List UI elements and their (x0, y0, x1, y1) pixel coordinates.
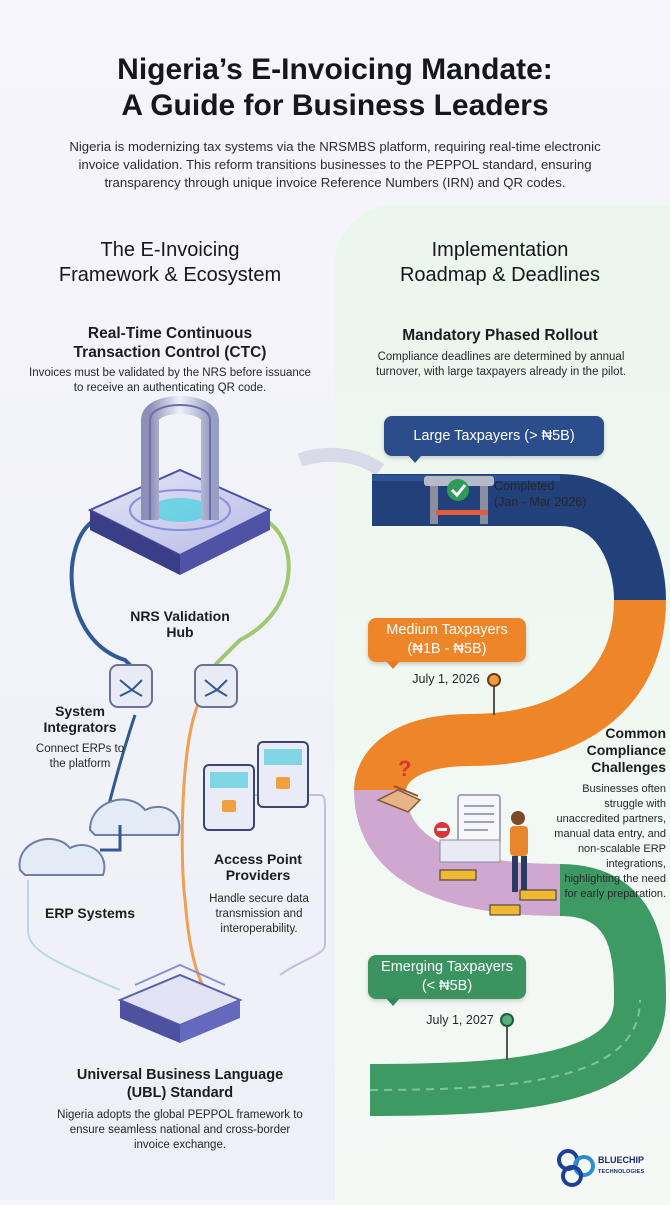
bluechip-logo-icon (557, 1149, 595, 1187)
logo-sub: TECHNOLOGIES (598, 1169, 645, 1175)
ctc-title-line-1: Real-Time Continuous (87, 325, 253, 342)
title-line-2: A Guide for Business Leaders (121, 89, 549, 122)
emerging-deadline: July 1, 2027 (426, 1013, 494, 1027)
medium-deadline: July 1, 2026 (412, 672, 480, 686)
hub-icon (87, 396, 273, 575)
hub-label-line-2: Hub (166, 624, 194, 640)
hub-connector (297, 447, 385, 476)
rollout-text: Compliance deadlines are determined by a… (376, 351, 626, 378)
si-text-line-1: Connect ERPs to (35, 743, 125, 755)
ubl-title-line-2: (UBL) Standard (126, 1085, 234, 1101)
challenges-title: Common Compliance Challenges (556, 725, 666, 776)
company-logo: BLUECHIP TECHNOLOGIES (598, 1155, 644, 1177)
access-point-label: Access Point Providers (203, 851, 313, 883)
page-title: Nigeria’s E-Invoicing Mandate: A Guide f… (0, 52, 670, 124)
emerging-taxpayers-badge: Emerging Taxpayers (< ₦5B) (368, 955, 526, 1006)
cloud-icon (18, 798, 181, 876)
emerging-label-line-1: Emerging Taxpayers (381, 959, 513, 975)
ctc-text: Invoices must be validated by the NRS be… (29, 367, 311, 394)
pin-icon (487, 673, 501, 715)
challenges-line-1: Common (605, 725, 666, 741)
framework-title-line-2: Framework & Ecosystem (58, 264, 282, 286)
roadmap-title-line-2: Roadmap & Deadlines (399, 264, 601, 286)
router-icon (194, 664, 238, 708)
barrier-icon (439, 869, 557, 916)
completed-label: Completed (494, 479, 555, 493)
person-icon (510, 811, 528, 892)
ubl-title: Universal Business Language (UBL) Standa… (35, 1066, 325, 1102)
roadmap-road (354, 474, 667, 1116)
ubl-text: Nigeria adopts the global PEPPOL framewo… (57, 1109, 303, 1151)
ubl-title-line-1: Universal Business Language (76, 1067, 284, 1083)
completed-status: Completed (Jan - Mar 2026) (494, 478, 634, 510)
ecosystem-connectors (27, 518, 326, 1002)
rollout-title: Mandatory Phased Rollout (402, 327, 598, 344)
question-icon: ? (398, 756, 411, 781)
challenges-text: Businesses often struggle with unaccredi… (554, 783, 666, 900)
challenges-line-3: Challenges (591, 759, 666, 775)
check-icon (447, 479, 469, 501)
title-line-1: Nigeria’s E-Invoicing Mandate: (117, 53, 553, 86)
emerging-label-line-2: (< ₦5B) (421, 978, 473, 994)
hub-label-line-1: NRS Validation (130, 608, 230, 624)
ubl-stack-icon (117, 963, 243, 1043)
roadmap-section-title: Implementation Roadmap & Deadlines (350, 238, 650, 288)
svg-text:?: ? (398, 756, 411, 781)
challenges-line-2: Compliance (586, 742, 666, 758)
ctc-title: Real-Time Continuous Transaction Control… (20, 324, 320, 362)
hub-label: NRS Validation Hub (100, 608, 260, 640)
ap-label-line-2: Providers (225, 867, 291, 883)
system-integrators-text: Connect ERPs to the platform (25, 742, 135, 772)
pin-icon (500, 1013, 514, 1060)
server-lock-icon (203, 764, 255, 831)
ctc-title-line-2: Transaction Control (CTC) (73, 344, 267, 361)
access-point-text: Handle secure data transmission and inte… (209, 893, 309, 935)
erp-systems-label: ERP Systems (44, 905, 135, 921)
system-integrators-label: System Integrators (25, 703, 135, 735)
medium-label-line-2: (₦1B - ₦5B) (407, 641, 487, 657)
medium-taxpayers-badge: Medium Taxpayers (₦1B - ₦5B) (368, 618, 526, 669)
ap-label-line-1: Access Point (214, 851, 302, 867)
server-lock-icon (257, 741, 309, 808)
handshake-icon (376, 785, 422, 813)
si-label-line-2: Integrators (43, 719, 117, 735)
si-label-line-1: System (55, 703, 105, 719)
framework-title-line-1: The E-Invoicing (100, 239, 240, 261)
router-icon (109, 664, 153, 708)
medium-label-line-1: Medium Taxpayers (386, 622, 508, 638)
si-text-line-2: the platform (49, 758, 111, 770)
intro-text: Nigeria is modernizing tax systems via t… (69, 139, 601, 190)
framework-section-title: The E-Invoicing Framework & Ecosystem (20, 238, 320, 288)
large-taxpayers-badge: Large Taxpayers (> ₦5B) (384, 416, 604, 463)
completed-date: (Jan - Mar 2026) (494, 495, 587, 509)
logo-name: BLUECHIP (598, 1155, 645, 1165)
roadmap-title-line-1: Implementation (431, 239, 569, 261)
document-icon (434, 794, 501, 863)
